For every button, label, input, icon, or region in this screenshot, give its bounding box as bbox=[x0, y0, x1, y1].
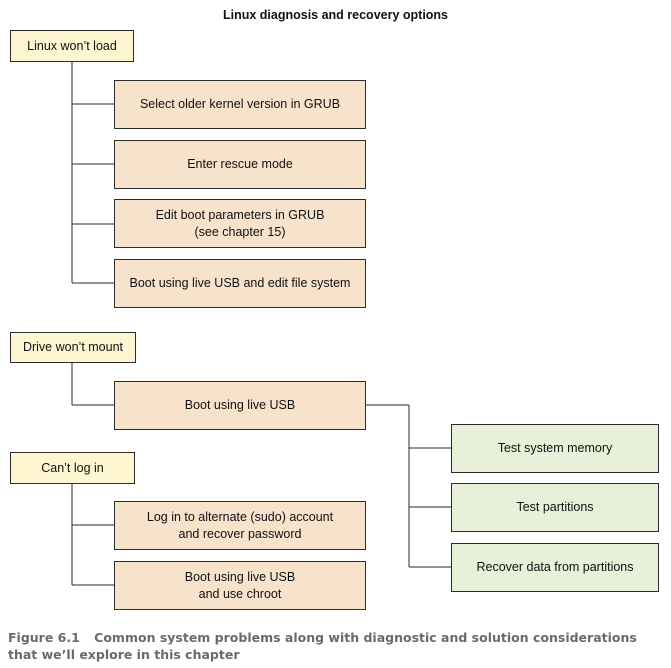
test-box-system-memory: Test system memory bbox=[451, 424, 659, 473]
test-box-recover-data: Recover data from partitions bbox=[451, 543, 659, 592]
solution-box-edit-boot-params: Edit boot parameters in GRUB (see chapte… bbox=[114, 199, 366, 248]
solution-box-older-kernel: Select older kernel version in GRUB bbox=[114, 80, 366, 129]
problem-box-drive-wont-mount: Drive won’t mount bbox=[10, 332, 136, 363]
problem-box-linux-wont-load: Linux won’t load bbox=[10, 30, 134, 62]
solution-box-live-usb: Boot using live USB bbox=[114, 381, 366, 430]
test-box-partitions: Test partitions bbox=[451, 483, 659, 532]
solution-box-live-usb-chroot: Boot using live USB and use chroot bbox=[114, 561, 366, 610]
solution-box-alternate-account: Log in to alternate (sudo) account and r… bbox=[114, 501, 366, 550]
solution-box-rescue-mode: Enter rescue mode bbox=[114, 140, 366, 189]
solution-box-live-usb-edit-fs: Boot using live USB and edit file system bbox=[114, 259, 366, 308]
figure-number: Figure 6.1 bbox=[8, 630, 80, 645]
problem-box-cant-log-in: Can’t log in bbox=[10, 452, 135, 484]
figure-caption: Figure 6.1 Common system problems along … bbox=[8, 629, 668, 663]
figure-caption-text: Common system problems along with diagno… bbox=[8, 630, 637, 662]
diagram-title: Linux diagnosis and recovery options bbox=[222, 8, 449, 22]
